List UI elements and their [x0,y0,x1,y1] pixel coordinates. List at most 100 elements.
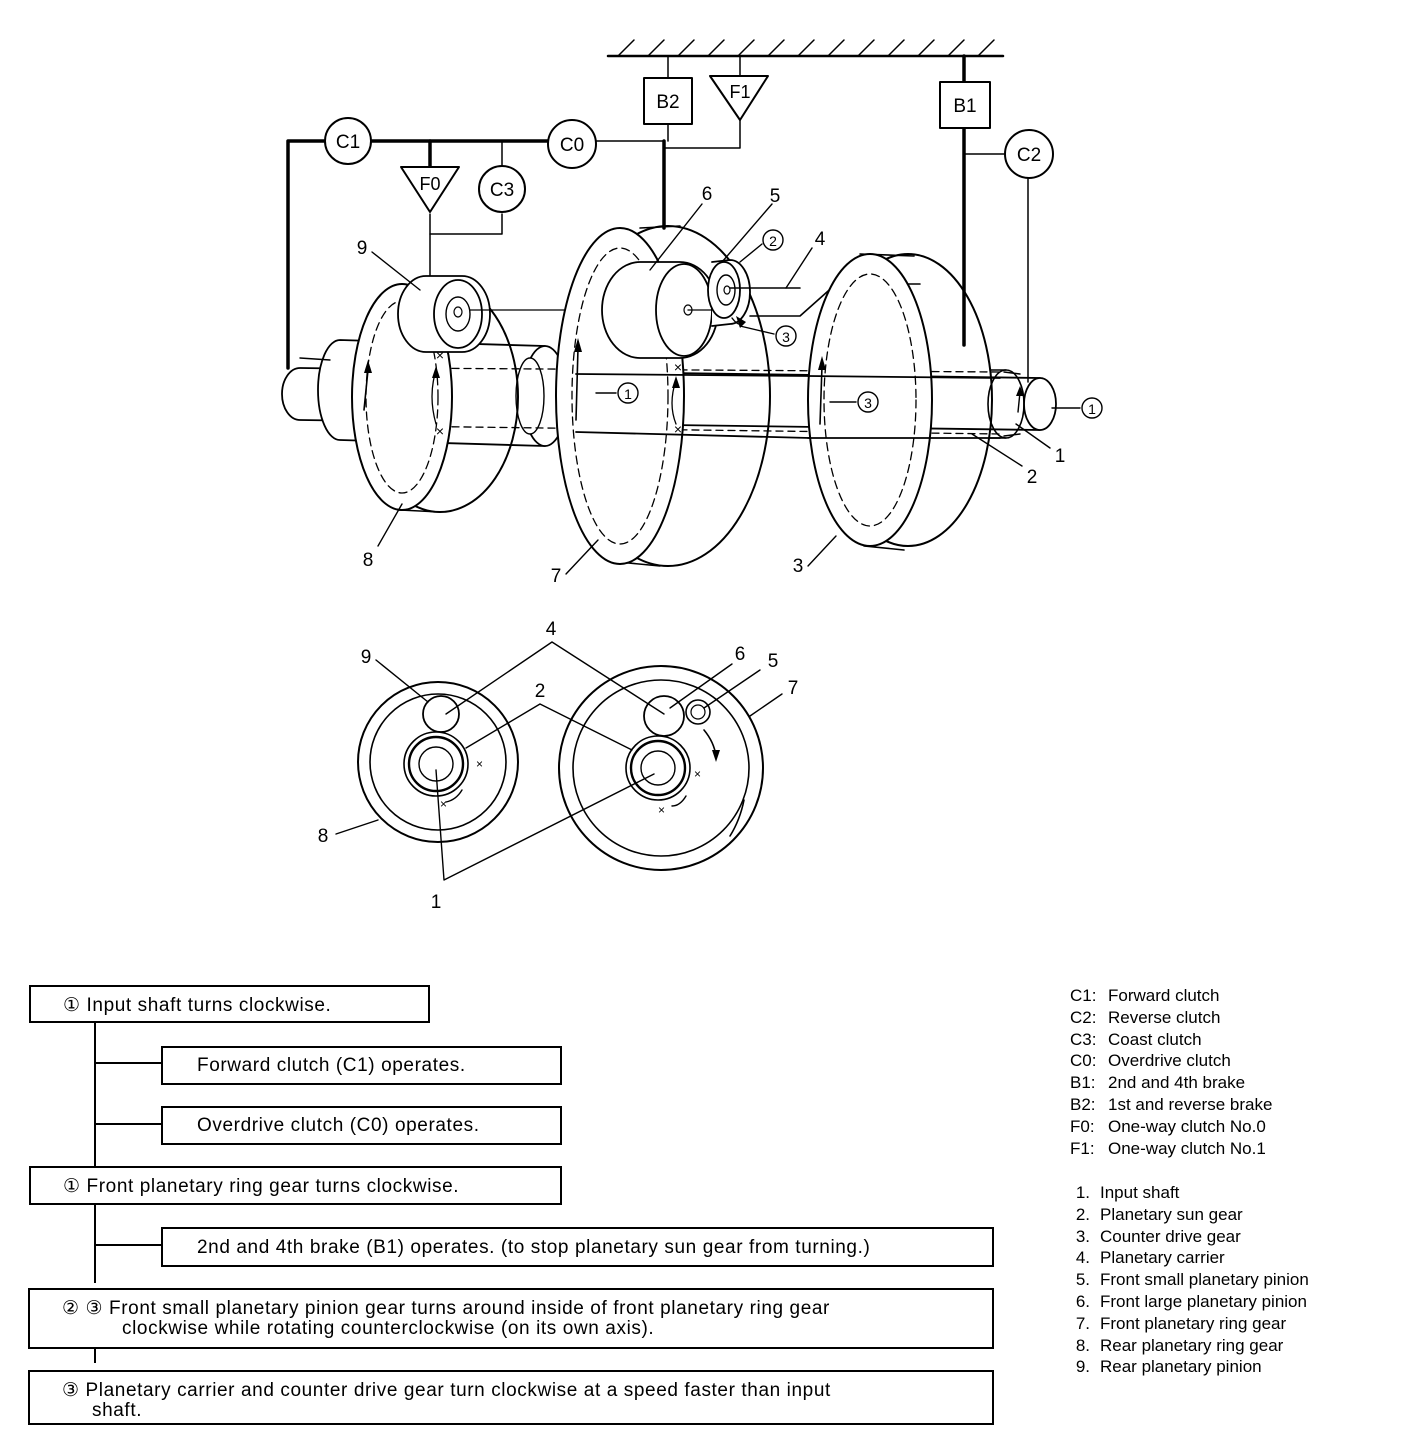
step-text: Forward clutch (C1) operates. [197,1055,466,1076]
bottom-part-callouts: 1 2 4 5 6 7 8 9 [318,619,799,913]
svg-text:B1: B1 [953,96,976,117]
step-line: clockwise while rotating counterclockwis… [62,1319,992,1339]
step-line: ③ Planetary carrier and counter drive ge… [62,1381,992,1401]
legend-row: B2:1st and reverse brake [1070,1094,1273,1114]
step-line: ② ③ Front small planetary pinion gear tu… [62,1299,992,1319]
flow-marker-1-input: 1 [1051,397,1103,419]
svg-text:1: 1 [431,892,442,913]
svg-text:3: 3 [864,395,872,411]
flow-connector [94,1203,96,1283]
rear-planetary-pinion [397,275,681,353]
front-large-planetary-pinion [601,261,719,359]
flow-step-brake-b1: 2nd and 4th brake (B1) operates. (to sto… [161,1227,994,1267]
legend-row: C2:Reverse clutch [1070,1007,1221,1027]
clutch-linkage-lines [286,54,966,370]
flow-connector [94,1062,162,1064]
rear-rotation-indicator: × × [431,347,444,439]
legend-abbreviations: C1:Forward clutch C2:Reverse clutch C3:C… [1070,985,1272,1159]
legend-row: 3.Counter drive gear [1075,1226,1241,1246]
svg-text:9: 9 [361,647,372,668]
svg-text:5: 5 [770,186,781,207]
svg-text:×: × [440,797,447,811]
flow-step-carrier-output: ③ Planetary carrier and counter drive ge… [28,1370,994,1425]
step-text: shaft. [92,1400,143,1421]
fixed-housing [606,39,1005,58]
step-text: Overdrive clutch (C0) operates. [197,1115,480,1136]
svg-text:9: 9 [357,238,368,259]
svg-text:1: 1 [1088,401,1096,417]
step-marker: ③ [62,1380,80,1401]
clutch-c1: C1 [324,117,372,165]
step-text: Planetary carrier and counter drive gear… [85,1380,831,1401]
legend-row: F1:One-way clutch No.1 [1070,1138,1266,1158]
svg-text:1: 1 [1055,446,1066,467]
step-line: shaft. [62,1401,992,1421]
legend-row: 6.Front large planetary pinion [1075,1291,1307,1311]
legend-row: 2.Planetary sun gear [1075,1204,1243,1224]
flow-step-small-pinion: ② ③ Front small planetary pinion gear tu… [28,1288,994,1349]
brake-b1: B1 [939,81,991,129]
svg-text:C2: C2 [1017,145,1041,166]
clutch-c0: C0 [547,119,597,169]
svg-text:2: 2 [1027,467,1038,488]
svg-text:F0: F0 [419,174,440,194]
legend-row: 7.Front planetary ring gear [1075,1313,1287,1333]
step-marker: ② ③ [62,1298,104,1319]
svg-text:5: 5 [768,651,779,672]
svg-text:8: 8 [318,826,329,847]
clutch-c2: C2 [1004,129,1054,179]
flow-step-overdrive-clutch: Overdrive clutch (C0) operates. [161,1106,562,1145]
svg-text:×: × [436,423,444,439]
svg-text:C1: C1 [336,132,360,153]
svg-text:3: 3 [793,556,804,577]
flow-step-ring-gear: ① Front planetary ring gear turns clockw… [29,1166,562,1205]
legend-row: C0:Overdrive clutch [1070,1051,1231,1071]
end-view-rear-gear: × × [357,681,519,843]
step-text: 2nd and 4th brake (B1) operates. (to sto… [197,1237,871,1258]
flow-marker-2-pinion: 2 [739,229,784,263]
legend-row: B1:2nd and 4th brake [1070,1073,1246,1093]
svg-text:1: 1 [624,386,632,402]
step-marker: ① [63,1176,81,1197]
flow-connector [94,1123,162,1125]
step-marker: ① [63,995,81,1016]
svg-text:C3: C3 [490,180,514,201]
svg-text:7: 7 [788,678,799,699]
top-part-callouts: 1 2 3 4 5 6 7 8 9 [357,184,1066,587]
front-rotation-indicator: × × [671,359,682,437]
svg-text:×: × [476,757,483,771]
legend-row: 5.Front small planetary pinion [1075,1270,1309,1290]
legend-row: F0:One-way clutch No.0 [1070,1116,1266,1136]
svg-text:2: 2 [535,681,546,702]
flow-step-input-shaft: ① Input shaft turns clockwise. [29,985,430,1023]
svg-text:×: × [436,347,444,363]
clutch-c3: C3 [478,165,526,213]
legend-row: C3:Coast clutch [1070,1029,1202,1049]
flow-marker-3-pinion: 3 [739,325,797,347]
svg-text:2: 2 [769,233,777,249]
svg-text:×: × [658,803,665,817]
legend-row: C1:Forward clutch [1070,986,1220,1005]
thin-linkage-lines [429,55,1029,383]
svg-text:×: × [674,359,682,375]
svg-text:F1: F1 [729,82,750,102]
legend-row: 9.Rear planetary pinion [1075,1357,1262,1377]
one-way-clutch-f1: F1 [709,75,769,121]
step-text: Front small planetary pinion gear turns … [109,1298,830,1319]
step-text: Front planetary ring gear turns clockwis… [86,1176,460,1197]
legend-row: 8.Rear planetary ring gear [1075,1335,1284,1355]
end-view-front-gear: × × [558,665,764,871]
flow-connector [94,1244,162,1246]
step-text: Input shaft turns clockwise. [86,995,332,1016]
svg-text:8: 8 [363,550,374,571]
planetary-gear-diagram: C1 C0 C3 C2 B2 B1 F1 F0 [281,39,1103,913]
svg-text:B2: B2 [656,92,679,113]
flow-connector [94,1021,96,1167]
brake-b2: B2 [643,77,693,125]
svg-text:3: 3 [782,329,790,345]
svg-text:C0: C0 [560,135,584,156]
flow-marker-1-front: 1 [595,382,639,404]
svg-text:4: 4 [546,619,557,640]
svg-text:×: × [674,421,682,437]
legend-parts: 1.Input shaft 2.Planetary sun gear 3.Cou… [1060,1182,1309,1378]
